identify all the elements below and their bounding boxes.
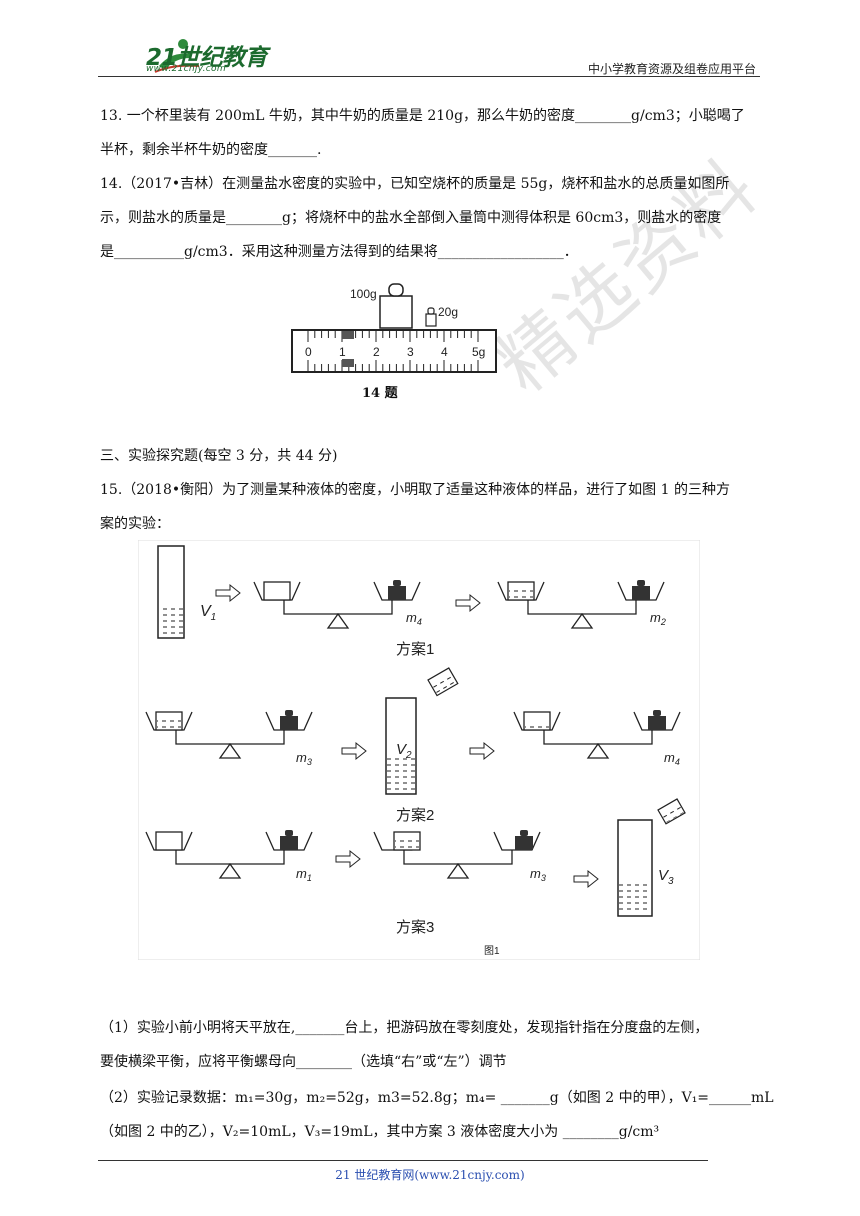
ruler-label: 4	[441, 345, 448, 359]
svg-text:m1: m1	[296, 866, 312, 883]
site-logo-icon	[154, 39, 200, 73]
q13-line-2: 半杯，剩余半杯牛奶的密度_______.	[100, 142, 322, 158]
ruler-label: 1	[339, 345, 346, 359]
footer-divider	[98, 1160, 708, 1161]
q13-line-1: 13. 一个杯里装有 200mL 牛奶，其中牛奶的质量是 210g，那么牛奶的密…	[100, 108, 745, 124]
watermark: 精选资料	[480, 142, 776, 409]
ruler-label: 0	[305, 345, 312, 359]
q15-part1-line-1: （1）实验小前小明将天平放在,_______台上，把游码放在零刻度处，发现指针指…	[100, 1020, 709, 1036]
q14-line-1: 14.（2017•吉林）在测量盐水密度的实验中，已知空烧杯的质量是 55g，烧杯…	[100, 176, 730, 192]
header-divider	[98, 76, 760, 77]
section3-title: 三、实验探究题(每空 3 分，共 44 分)	[100, 448, 338, 464]
svg-text:m3: m3	[296, 750, 312, 767]
scheme1-label: 方案1	[396, 640, 434, 658]
q15-line-1: 15.（2018•衡阳）为了测量某种液体的密度，小明取了适量这种液体的样品，进行…	[100, 482, 730, 498]
q15-part1-line-2: 要使横梁平衡，应将平衡螺母向________（选填“右”或“左”）调节	[100, 1054, 507, 1070]
weight-20-label: 20g	[438, 305, 458, 319]
svg-text:m4: m4	[406, 610, 422, 627]
scheme2-label: 方案2	[396, 806, 434, 824]
q14-line-3: 是__________g/cm3．采用这种测量方法得到的结果将_________…	[100, 244, 578, 260]
ruler-label: 5g	[472, 345, 485, 359]
svg-text:m3: m3	[530, 866, 546, 883]
fig14-caption: 14 题	[362, 386, 398, 401]
logo-title: 21世纪教育	[146, 45, 268, 71]
svg-text:m4: m4	[664, 750, 680, 767]
svg-text:m2: m2	[650, 610, 666, 627]
svg-text:V3: V3	[658, 867, 674, 887]
q15-part2-line-1: （2）实验记录数据：m₁=30g，m₂=52g，m3=52.8g；m₄= ___…	[100, 1090, 774, 1106]
ruler-label: 2	[373, 345, 380, 359]
q14-line-2: 示，则盐水的质量是________g；将烧杯中的盐水全部倒入量筒中测得体积是 6…	[100, 210, 722, 226]
weight-100-label: 100g	[350, 287, 377, 301]
footer-text: 21 世纪教育网(www.21cnjy.com)	[335, 1168, 525, 1182]
fig1-label: 图1	[484, 945, 500, 957]
fig1-experiment-diagram: V1 m4 m2 方案1 m3 V2	[138, 540, 700, 960]
ruler-label: 3	[407, 345, 414, 359]
platform-label: 中小学教育资源及组卷应用平台	[587, 62, 756, 76]
q15-line-2: 案的实验：	[100, 516, 170, 532]
scheme3-label: 方案3	[396, 918, 434, 936]
q14-balance-figure: 100g 20g 0 1 2 3 4 5g	[291, 283, 497, 373]
logo-url: www.21cnjy.com	[146, 64, 226, 74]
ruler-ticks	[307, 331, 479, 371]
q15-part2-line-2: （如图 2 中的乙），V₂=10mL，V₃=19mL，其中方案 3 液体密度大小…	[100, 1124, 660, 1140]
svg-text:V2: V2	[396, 741, 412, 761]
label-V1: V1	[200, 603, 216, 623]
